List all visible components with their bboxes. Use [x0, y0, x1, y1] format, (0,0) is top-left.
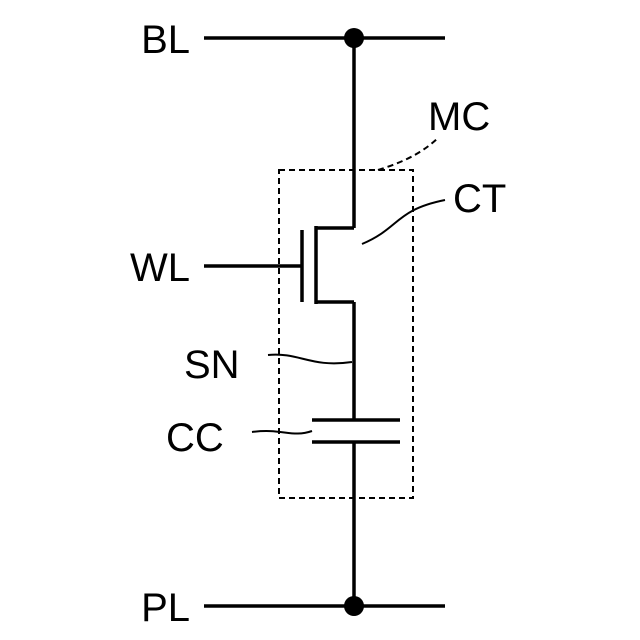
memory-cell-leader [378, 138, 438, 170]
storage-node-leader [268, 355, 352, 364]
word-line-label: WL [130, 246, 190, 290]
memory-cell-label: MC [428, 95, 490, 139]
plate-line-label: PL [141, 586, 190, 630]
cell-transistor-label: CT [453, 177, 506, 221]
cell-capacitor-leader [252, 431, 312, 434]
cell-capacitor-label: CC [166, 416, 224, 460]
memory-cell-boundary [279, 170, 413, 498]
cell-transistor [302, 226, 354, 304]
bit-line-label: BL [141, 18, 190, 62]
storage-node-label: SN [184, 343, 240, 387]
cell-transistor-leader [362, 200, 445, 244]
cell-capacitor [312, 420, 400, 442]
